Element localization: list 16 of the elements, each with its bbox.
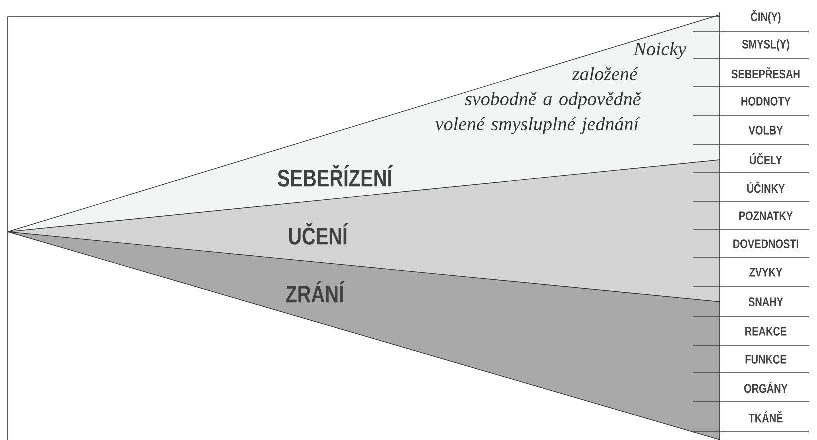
row-label: SNAHY: [748, 298, 784, 306]
note-text: Noicky založené svobodně a odpovědně volené smysluplné jednání: [436, 42, 687, 134]
row-label: POZNATKY: [740, 212, 793, 220]
row-label: ÚČINKY: [747, 182, 785, 194]
row-label: HODNOTY: [742, 97, 791, 106]
row-label: REAKCE: [746, 327, 787, 336]
row-label: ČIN(Y): [751, 10, 781, 24]
row-label: DOVEDNOSTI: [734, 240, 798, 248]
row-label: ORGÁNY: [744, 382, 788, 394]
row-label: ÚČELY: [750, 153, 782, 165]
row-label: TKÁNĚ: [748, 411, 783, 423]
row-label: ZVYKY: [750, 268, 783, 277]
row-label: SEBEPŘESAH: [732, 67, 800, 79]
row-label: SMYSL(Y): [742, 40, 790, 52]
row-label: FUNKCE: [746, 355, 786, 364]
row-label: VOLBY: [748, 126, 784, 135]
